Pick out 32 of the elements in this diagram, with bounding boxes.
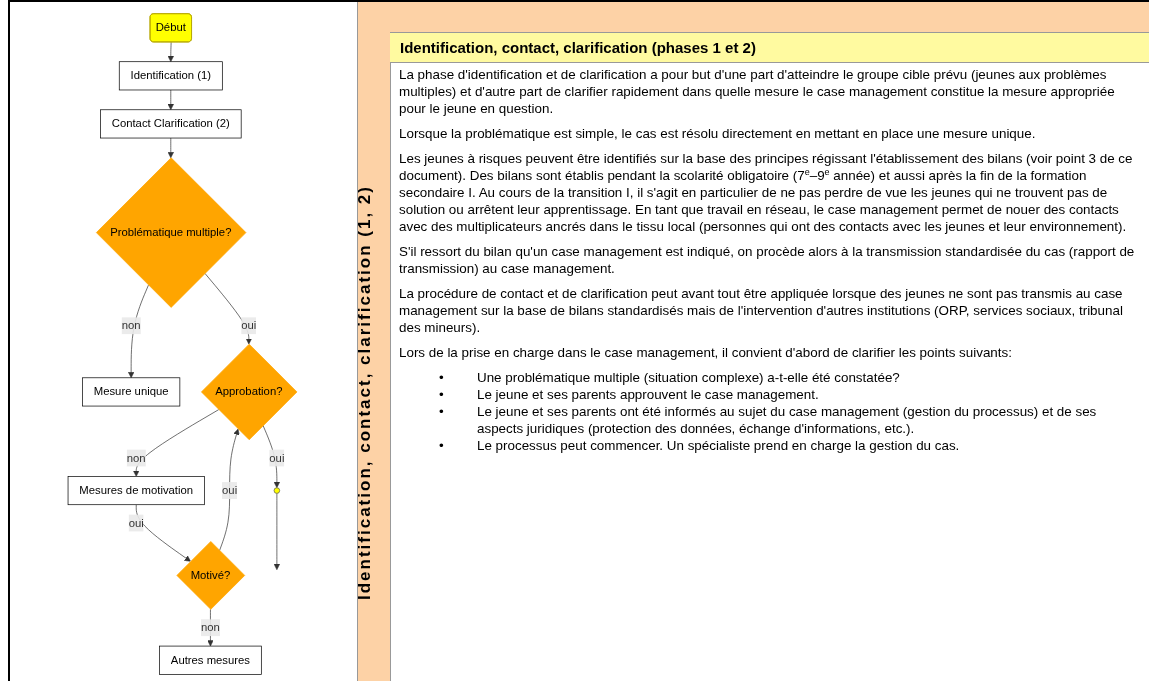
- bullet-text: Le jeune et ses parents ont été informés au sujet du case management (gestion du processus) et de ses aspects juridiques (protection des données, échange d'informations, etc.).: [477, 403, 1098, 437]
- edge-label: oui: [222, 484, 238, 497]
- paragraph: La procédure de contact et de clarification peut avant tout être appliquée lorsque des jeunes ne sont pas transmis au case management sur la base de bilans standardisés mais de l'intervention d'autres institutions (ORP, services sociaux, tribunal des mineurs).: [399, 285, 1124, 336]
- node-box: Autres mesures: [159, 645, 262, 675]
- bullet-marker: •: [439, 369, 445, 386]
- section-heading: Identification, contact, clarification (phases 1 et 2): [390, 33, 1149, 63]
- node-box: Contact Clarification (2): [100, 109, 242, 139]
- bullet-marker: •: [439, 437, 445, 454]
- edge-label: non: [126, 451, 146, 464]
- edge-label: oui: [128, 516, 144, 529]
- edge-label: oui: [269, 451, 285, 464]
- edge-label: non: [121, 319, 141, 332]
- node-box: Mesures de motivation: [67, 476, 205, 506]
- node-circle: [273, 487, 281, 494]
- edge-label: oui: [241, 319, 257, 332]
- edge-label: non: [201, 621, 220, 634]
- node-diamond: Motivé?: [176, 541, 246, 610]
- bullet-text: Une problématique multiple (situation complexe) a-t-elle été constatée?: [477, 369, 900, 386]
- node-diamond: Approbation?: [201, 343, 298, 441]
- paragraph: Les jeunes à risques peuvent être identifiés sur la base des principes régissant l'établissement des bilans (voir point 3 de ce document). Des bilans sont établis pendant la scolarité obligatoire (7$^{e}$–9$^{e}$ année) et aussi après la fin de la formation secondaire I. Au cours de la transition I, il s'agit en particulier de ne pas perdre de vue les jeunes qui ne trouvent pas de solution ou arrêtent leur apprentissage. En tant que travail en réseau, le case management permet de nouer des contacts avec des multiplicateurs ancrés dans le tissu local (personnes qui ont des contacts avec les jeunes et leur environnement).: [399, 150, 1134, 235]
- bullet-marker: •: [439, 403, 445, 421]
- vertical-band-label: Identification, contact, clarification (1, 2): [355, 185, 375, 600]
- node-diamond: Problématique multiple?: [96, 157, 247, 308]
- bullet-marker: •: [439, 386, 445, 403]
- bullet-text: Le processus peut commencer. Un spécialiste prend en charge la gestion du cas.: [477, 437, 960, 454]
- paragraph: S'il ressort du bilan qu'un case management est indiqué, on procède alors à la transmission standardisée du cas (rapport de transmission) au case management.: [399, 243, 1136, 277]
- node-box: Identification (1): [118, 61, 223, 91]
- bullet-text: Le jeune et ses parents approuvent le case management.: [477, 386, 819, 403]
- paragraph: La phase d'identification et de clarification a pour but d'une part d'atteindre le groupe cible prévu (jeunes aux problèmes multiples) et d'autre part de clarifier rapidement dans quelle mesure le case management constitue la mesure appropriée pour le jeune en question.: [399, 66, 1116, 117]
- paragraph: Lorsque la problématique est simple, le cas est résolu directement en mettant en place une mesure unique.: [399, 125, 1037, 142]
- paragraph: Lors de la prise en charge dans le case management, il convient d'abord de clarifier les points suivants:: [399, 344, 1013, 361]
- node-box: Mesure unique: [82, 377, 181, 407]
